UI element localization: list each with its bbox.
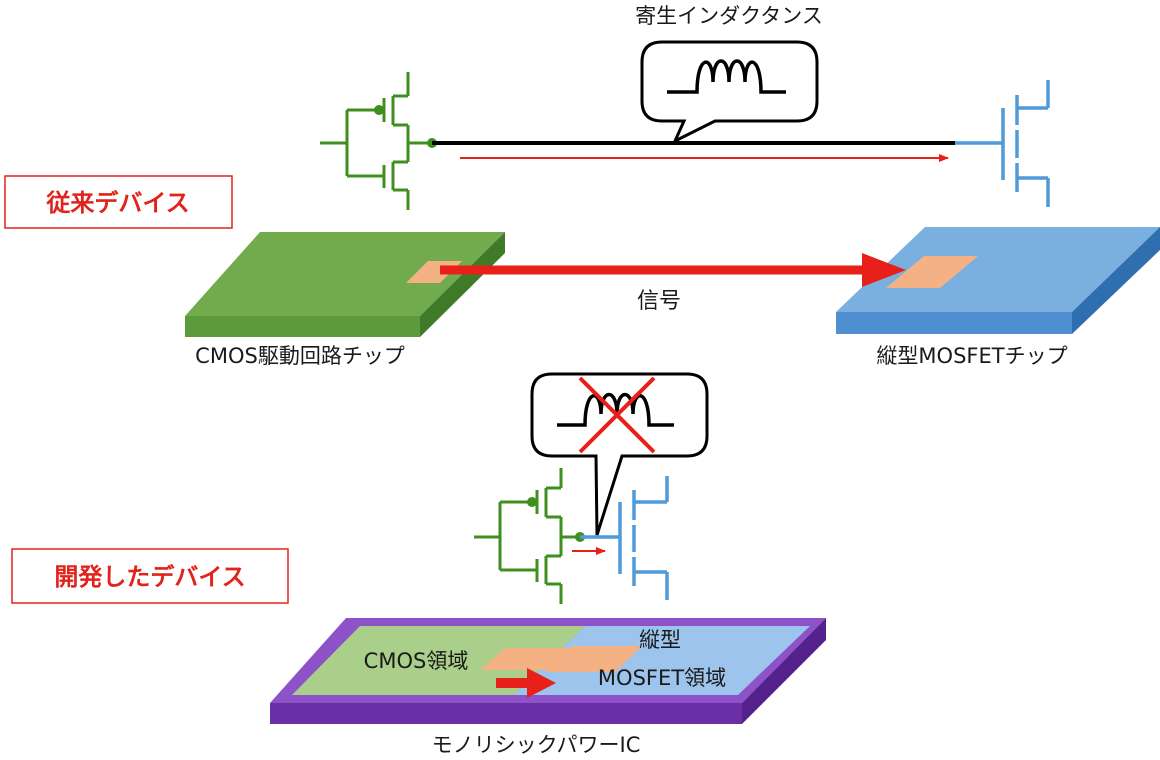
vertical-mosfet-symbol-bottom bbox=[618, 476, 669, 600]
cmos-driver-chip bbox=[185, 232, 505, 337]
cmos-inverter-symbol-top bbox=[320, 72, 432, 210]
vertical-region-label-line2: MOSFET領域 bbox=[598, 666, 726, 690]
vertical-mosfet-chip bbox=[836, 227, 1160, 334]
parasitic-inductance-label: 寄生インダクタンス bbox=[635, 4, 823, 28]
cmos-region bbox=[292, 626, 585, 695]
vertical-mosfet-chip-label: 縦型MOSFETチップ bbox=[876, 344, 1067, 368]
cmos-driver-chip-label: CMOS駆動回路チップ bbox=[195, 344, 405, 368]
conventional-device-label: 従来デバイス bbox=[45, 189, 189, 217]
cmos-region-label: CMOS領域 bbox=[364, 649, 469, 673]
ic-signal-arrowhead bbox=[527, 668, 556, 698]
mosfet-chip-pad bbox=[886, 256, 978, 288]
inductance-removed-bubble bbox=[530, 372, 709, 536]
inductor-icon bbox=[667, 59, 786, 94]
developed-device-box bbox=[11, 548, 289, 604]
mosfet-region-pad bbox=[545, 646, 642, 672]
vertical-mosfet-region bbox=[514, 626, 810, 695]
inductance-speech-bubble bbox=[640, 40, 819, 145]
chip-signal-arrowhead bbox=[862, 253, 906, 287]
cross-mark-icon bbox=[578, 376, 656, 454]
conventional-device-box bbox=[4, 175, 233, 229]
pmos-gate-bubble-icon bbox=[527, 497, 537, 507]
vertical-region-label-line1: 縦型 bbox=[639, 628, 681, 652]
signal-label: 信号 bbox=[637, 289, 681, 314]
monolithic-ic-label: モノリシックパワーIC bbox=[432, 733, 641, 757]
developed-device-label: 開発したデバイス bbox=[54, 563, 245, 591]
cmos-inverter-symbol-bottom bbox=[474, 468, 580, 604]
vertical-mosfet-symbol-top bbox=[955, 80, 1050, 207]
pmos-gate-bubble-icon bbox=[374, 105, 384, 115]
